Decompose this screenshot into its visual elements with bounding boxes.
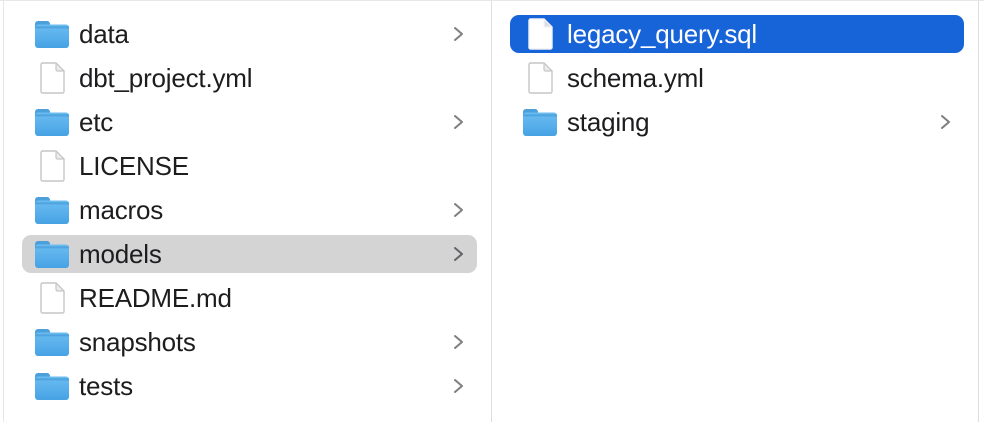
file-row-pill[interactable]: staging bbox=[510, 103, 964, 141]
folder-icon bbox=[35, 21, 69, 48]
file-row-macros[interactable]: macros bbox=[4, 188, 491, 232]
document-icon bbox=[39, 61, 65, 94]
file-column-next-empty bbox=[978, 1, 984, 422]
file-name-label: LICENSE bbox=[79, 150, 189, 181]
file-row-pill[interactable]: macros bbox=[22, 191, 477, 229]
chevron-right-icon bbox=[452, 243, 465, 265]
document-icon bbox=[39, 149, 65, 182]
file-name-label: tests bbox=[79, 370, 133, 401]
folder-icon bbox=[35, 373, 69, 400]
file-column-parent: data dbt_project.yml bbox=[3, 1, 491, 422]
file-name-label: etc bbox=[79, 106, 114, 137]
file-icon-slot bbox=[35, 237, 69, 271]
file-row-tests[interactable]: tests bbox=[4, 364, 491, 408]
file-icon-slot bbox=[35, 369, 69, 403]
file-icon-slot bbox=[523, 105, 557, 139]
document-icon bbox=[527, 61, 553, 94]
file-row-snapshots[interactable]: snapshots bbox=[4, 320, 491, 364]
file-row-legacy-query-sql[interactable]: legacy_query.sql bbox=[492, 12, 978, 56]
file-row-pill[interactable]: snapshots bbox=[22, 323, 477, 361]
file-icon-slot bbox=[523, 61, 557, 95]
file-row-staging[interactable]: staging bbox=[492, 100, 978, 144]
file-icon-slot bbox=[523, 17, 557, 51]
file-name-label: legacy_query.sql bbox=[567, 18, 757, 49]
file-row-license[interactable]: LICENSE bbox=[4, 144, 491, 188]
file-row-pill[interactable]: models bbox=[22, 235, 477, 273]
file-name-label: models bbox=[79, 238, 162, 269]
file-row-schema-yml[interactable]: schema.yml bbox=[492, 56, 978, 100]
chevron-right-icon bbox=[452, 375, 465, 397]
folder-icon bbox=[523, 109, 557, 136]
file-icon-slot bbox=[35, 193, 69, 227]
file-row-models[interactable]: models bbox=[4, 232, 491, 276]
file-row-pill[interactable]: tests bbox=[22, 367, 477, 405]
folder-icon bbox=[35, 329, 69, 356]
file-row-pill[interactable]: etc bbox=[22, 103, 477, 141]
file-row-pill[interactable]: LICENSE bbox=[22, 147, 477, 185]
file-icon-slot bbox=[35, 61, 69, 95]
document-icon bbox=[39, 281, 65, 314]
file-icon-slot bbox=[35, 325, 69, 359]
file-row-pill[interactable]: README.md bbox=[22, 279, 477, 317]
file-row-pill[interactable]: dbt_project.yml bbox=[22, 59, 477, 97]
document-icon bbox=[527, 17, 553, 50]
file-row-dbt-project-yml[interactable]: dbt_project.yml bbox=[4, 56, 491, 100]
file-row-pill[interactable]: legacy_query.sql bbox=[510, 15, 964, 53]
file-name-label: macros bbox=[79, 194, 164, 225]
folder-icon bbox=[35, 241, 69, 268]
file-row-pill[interactable]: data bbox=[22, 15, 477, 53]
file-icon-slot bbox=[35, 17, 69, 51]
chevron-right-icon bbox=[939, 111, 952, 133]
file-name-label: README.md bbox=[79, 282, 232, 313]
file-name-label: dbt_project.yml bbox=[79, 62, 253, 93]
file-name-label: schema.yml bbox=[567, 62, 704, 93]
file-column-models: legacy_query.sql schema.yml bbox=[491, 1, 978, 422]
file-icon-slot bbox=[35, 281, 69, 315]
chevron-right-icon bbox=[452, 23, 465, 45]
file-icon-slot bbox=[35, 105, 69, 139]
chevron-right-icon bbox=[452, 111, 465, 133]
folder-icon bbox=[35, 109, 69, 136]
file-row-etc[interactable]: etc bbox=[4, 100, 491, 144]
folder-icon bbox=[35, 197, 69, 224]
chevron-right-icon bbox=[452, 331, 465, 353]
file-icon-slot bbox=[35, 149, 69, 183]
chevron-right-icon bbox=[452, 199, 465, 221]
file-row-pill[interactable]: schema.yml bbox=[510, 59, 964, 97]
file-name-label: snapshots bbox=[79, 326, 196, 357]
file-row-data[interactable]: data bbox=[4, 12, 491, 56]
file-row-readme-md[interactable]: README.md bbox=[4, 276, 491, 320]
file-name-label: data bbox=[79, 18, 129, 49]
file-name-label: staging bbox=[567, 106, 650, 137]
